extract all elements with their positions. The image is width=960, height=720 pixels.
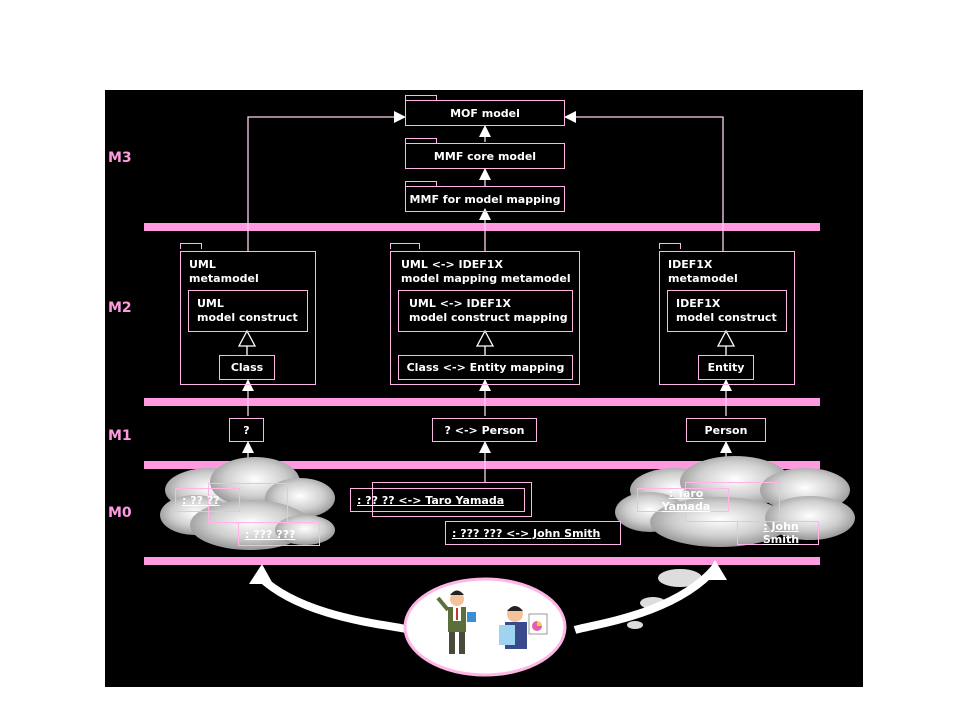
m1-idef1x-instance-box: Person [686, 418, 766, 442]
connector-layer [144, 111, 855, 677]
class-entity-mapping-box: Class <-> Entity mapping [398, 355, 573, 380]
mof-model-box: MOF model [405, 100, 565, 126]
mmf-core-model-box: MMF core model [405, 143, 565, 169]
idef1x-model-construct-box: IDEF1X model construct [667, 290, 787, 332]
mmf-model-mapping-box: MMF for model mapping [405, 186, 565, 212]
mapping-metamodel-title: UML <-> IDEF1X model mapping metamodel [401, 258, 571, 285]
m0-bottom-separator [144, 557, 820, 565]
idef1x-metamodel-package: IDEF1X metamodel [659, 251, 795, 385]
uml-to-mof-line [247, 111, 406, 251]
mmf-core-package-tab [405, 138, 437, 144]
m1-uml-instance-box: ? [229, 418, 264, 442]
idef1x-model-construct-label: IDEF1X model construct [676, 297, 777, 324]
level-label-m0: M0 [108, 505, 132, 521]
mapping-construct-box: UML <-> IDEF1X model construct mapping [398, 290, 573, 332]
m3-m2-separator [144, 223, 820, 231]
m0-uml-object-1: : ?? ?? [175, 488, 240, 512]
mof-package-tab [405, 95, 437, 101]
uml-class-box: Class [219, 355, 275, 380]
businessman-documents-icon [499, 606, 548, 649]
level-label-m3: M3 [108, 150, 132, 166]
mmf-mapping-package-tab [405, 181, 437, 187]
idef1x-entity-box: Entity [698, 355, 754, 380]
uml-metamodel-package: UML metamodel [180, 251, 316, 385]
mapping-obj-shadow-box [372, 482, 532, 517]
m0-idef1x-object-2: : John Smith [737, 520, 819, 546]
m1-m0-separator [144, 461, 820, 469]
m0-mapping-object-2: : ??? ??? <-> John Smith [445, 521, 621, 545]
uml-model-construct-label: UML model construct [197, 297, 298, 324]
uml-package-tab [180, 243, 202, 249]
level-label-m1: M1 [108, 428, 132, 444]
m0-idef1x-object-1: : Taro Yamada [637, 487, 729, 513]
uml-metamodel-title: UML metamodel [189, 258, 259, 285]
m0-uml-object-2: : ??? ??? [238, 522, 320, 546]
m1-mapping-instance-box: ? <-> Person [432, 418, 537, 442]
m2-m1-separator [144, 398, 820, 406]
idef1x-package-tab [659, 243, 681, 249]
idef1x-to-mof-line [564, 111, 724, 251]
idef-obj-shadow-box [685, 482, 780, 522]
mapping-construct-label: UML <-> IDEF1X model construct mapping [409, 297, 568, 324]
uml-model-construct-box: UML model construct [188, 290, 308, 332]
idef1x-metamodel-title: IDEF1X metamodel [668, 258, 738, 285]
thought-bubble-icon [249, 560, 727, 677]
mapping-metamodel-package: UML <-> IDEF1X model mapping metamodel [390, 251, 580, 385]
businessman-pointing-icon [436, 590, 476, 654]
diagram-canvas: M3 M2 M1 M0 MOF model MMF core model MMF… [105, 90, 863, 687]
m0-mapping-object-1: : ?? ?? <-> Taro Yamada [350, 488, 525, 512]
mapping-package-tab [390, 243, 420, 249]
uml-instances-cloud-icon [160, 457, 335, 550]
level-label-m2: M2 [108, 300, 132, 316]
